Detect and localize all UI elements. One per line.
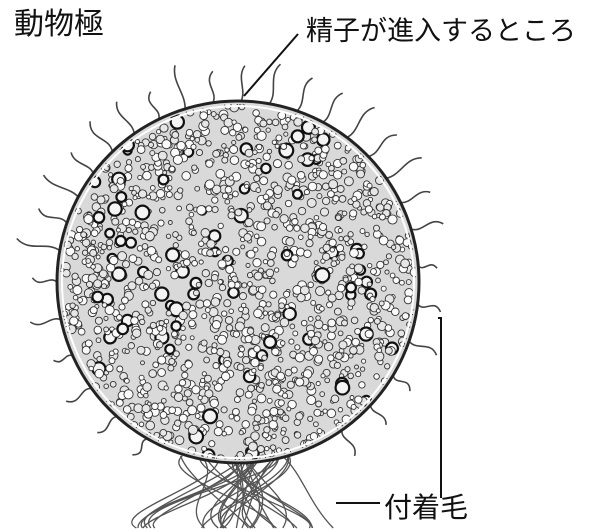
egg-membrane-inner	[61, 105, 415, 459]
sperm-entry-label: 精子が進入するところ	[306, 16, 576, 47]
attachment-hair-leader-line	[438, 317, 442, 498]
animal-pole-label: 動物極	[14, 7, 104, 42]
attachment-hair-bundle	[131, 451, 334, 529]
attachment-hair-label: 付着毛	[384, 491, 469, 524]
egg-membrane-outer	[56, 100, 420, 464]
sperm-entry-leader-line	[243, 33, 299, 97]
egg-body	[55, 99, 421, 465]
surface-hairs	[16, 63, 444, 457]
